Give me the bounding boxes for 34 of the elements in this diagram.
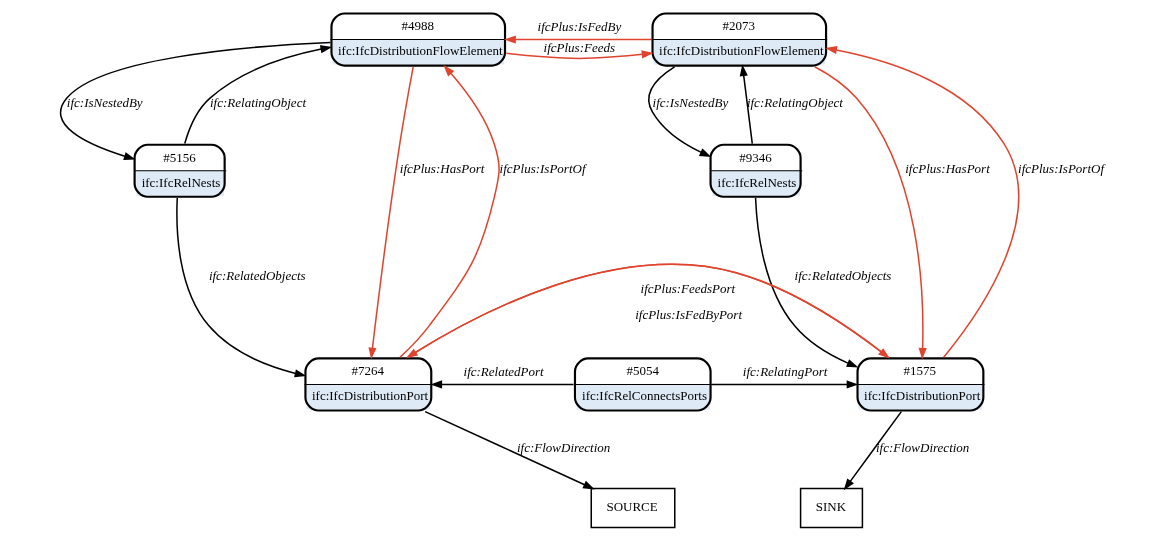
edge-label: ifc:IsNestedBy	[652, 95, 728, 111]
arrow	[183, 45, 332, 145]
edge-label: ifc:IsNestedBy	[66, 95, 143, 111]
edge-label: ifcPlus:IsFedBy	[537, 19, 621, 35]
arrow	[647, 66, 711, 157]
arrow	[710, 380, 858, 389]
node-box: SINK	[799, 487, 863, 529]
edge-label: ifc:FlowDirection	[875, 440, 969, 456]
edge-label: ifcPlus:Feeds	[543, 40, 615, 56]
edge-label: ifcPlus:HasPort	[904, 161, 990, 177]
edge-label: ifc:RelatedObjects	[208, 267, 306, 283]
arrow	[423, 410, 595, 490]
edge-label: ifc:RelatingObject	[746, 95, 843, 111]
arrow	[739, 64, 753, 145]
arrow	[843, 410, 902, 491]
edge-label: ifc:RelatedObjects	[794, 267, 891, 283]
arrow	[175, 197, 306, 378]
arrow	[429, 380, 574, 389]
arrow	[367, 66, 414, 360]
edge-label: ifcPlus:IsPortOf	[499, 161, 586, 177]
edge-label: ifcPlus:IsFedByPort	[634, 307, 742, 323]
edge-label: ifcPlus:IsPortOf	[1017, 161, 1104, 177]
arrow	[398, 64, 500, 358]
edge-label: ifc:RelatingPort	[742, 364, 827, 380]
arrow	[505, 50, 653, 60]
node-box: SOURCE	[590, 487, 676, 529]
edge-label: ifc:FlowDirection	[516, 440, 610, 456]
edge-label: ifcPlus:HasPort	[399, 161, 484, 177]
edge-label: ifc:RelatingObject	[209, 95, 306, 111]
edge-label: ifc:RelatedPort	[463, 364, 544, 380]
arrow	[503, 35, 652, 44]
arrow	[59, 41, 331, 161]
edge-label: ifcPlus:FeedsPort	[640, 281, 735, 297]
arrow	[754, 197, 858, 368]
